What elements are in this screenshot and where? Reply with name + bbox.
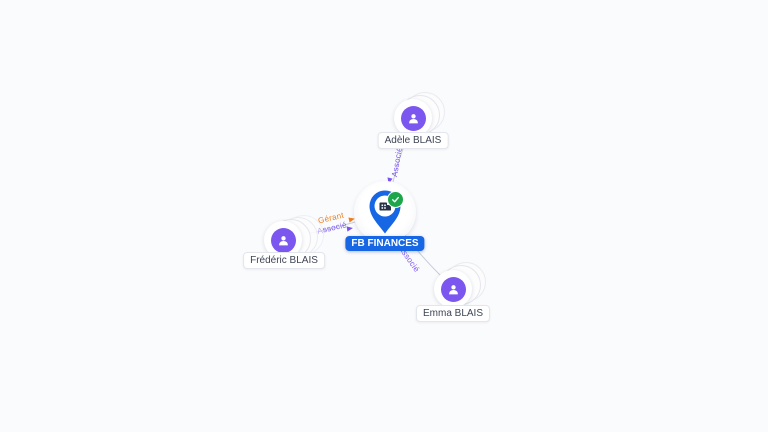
arrowhead-associe-frederic [346, 226, 353, 232]
check-icon [392, 196, 399, 203]
person-label-adele[interactable]: Adèle BLAIS [377, 132, 449, 149]
company-node[interactable] [354, 181, 416, 243]
person-circle[interactable] [394, 99, 432, 137]
arrowhead-gerant [348, 217, 355, 223]
person-node-emma[interactable] [434, 262, 486, 308]
user-icon [270, 227, 296, 253]
person-circle[interactable] [434, 270, 472, 308]
company-label[interactable]: FB FINANCES [345, 236, 425, 251]
user-icon [440, 276, 466, 302]
person-label-emma[interactable]: Emma BLAIS [415, 305, 491, 322]
person-label-frederic[interactable]: Frédéric BLAIS [243, 252, 325, 269]
user-icon [400, 105, 426, 131]
person-node-adele[interactable] [394, 92, 445, 137]
verified-badge [387, 191, 404, 208]
